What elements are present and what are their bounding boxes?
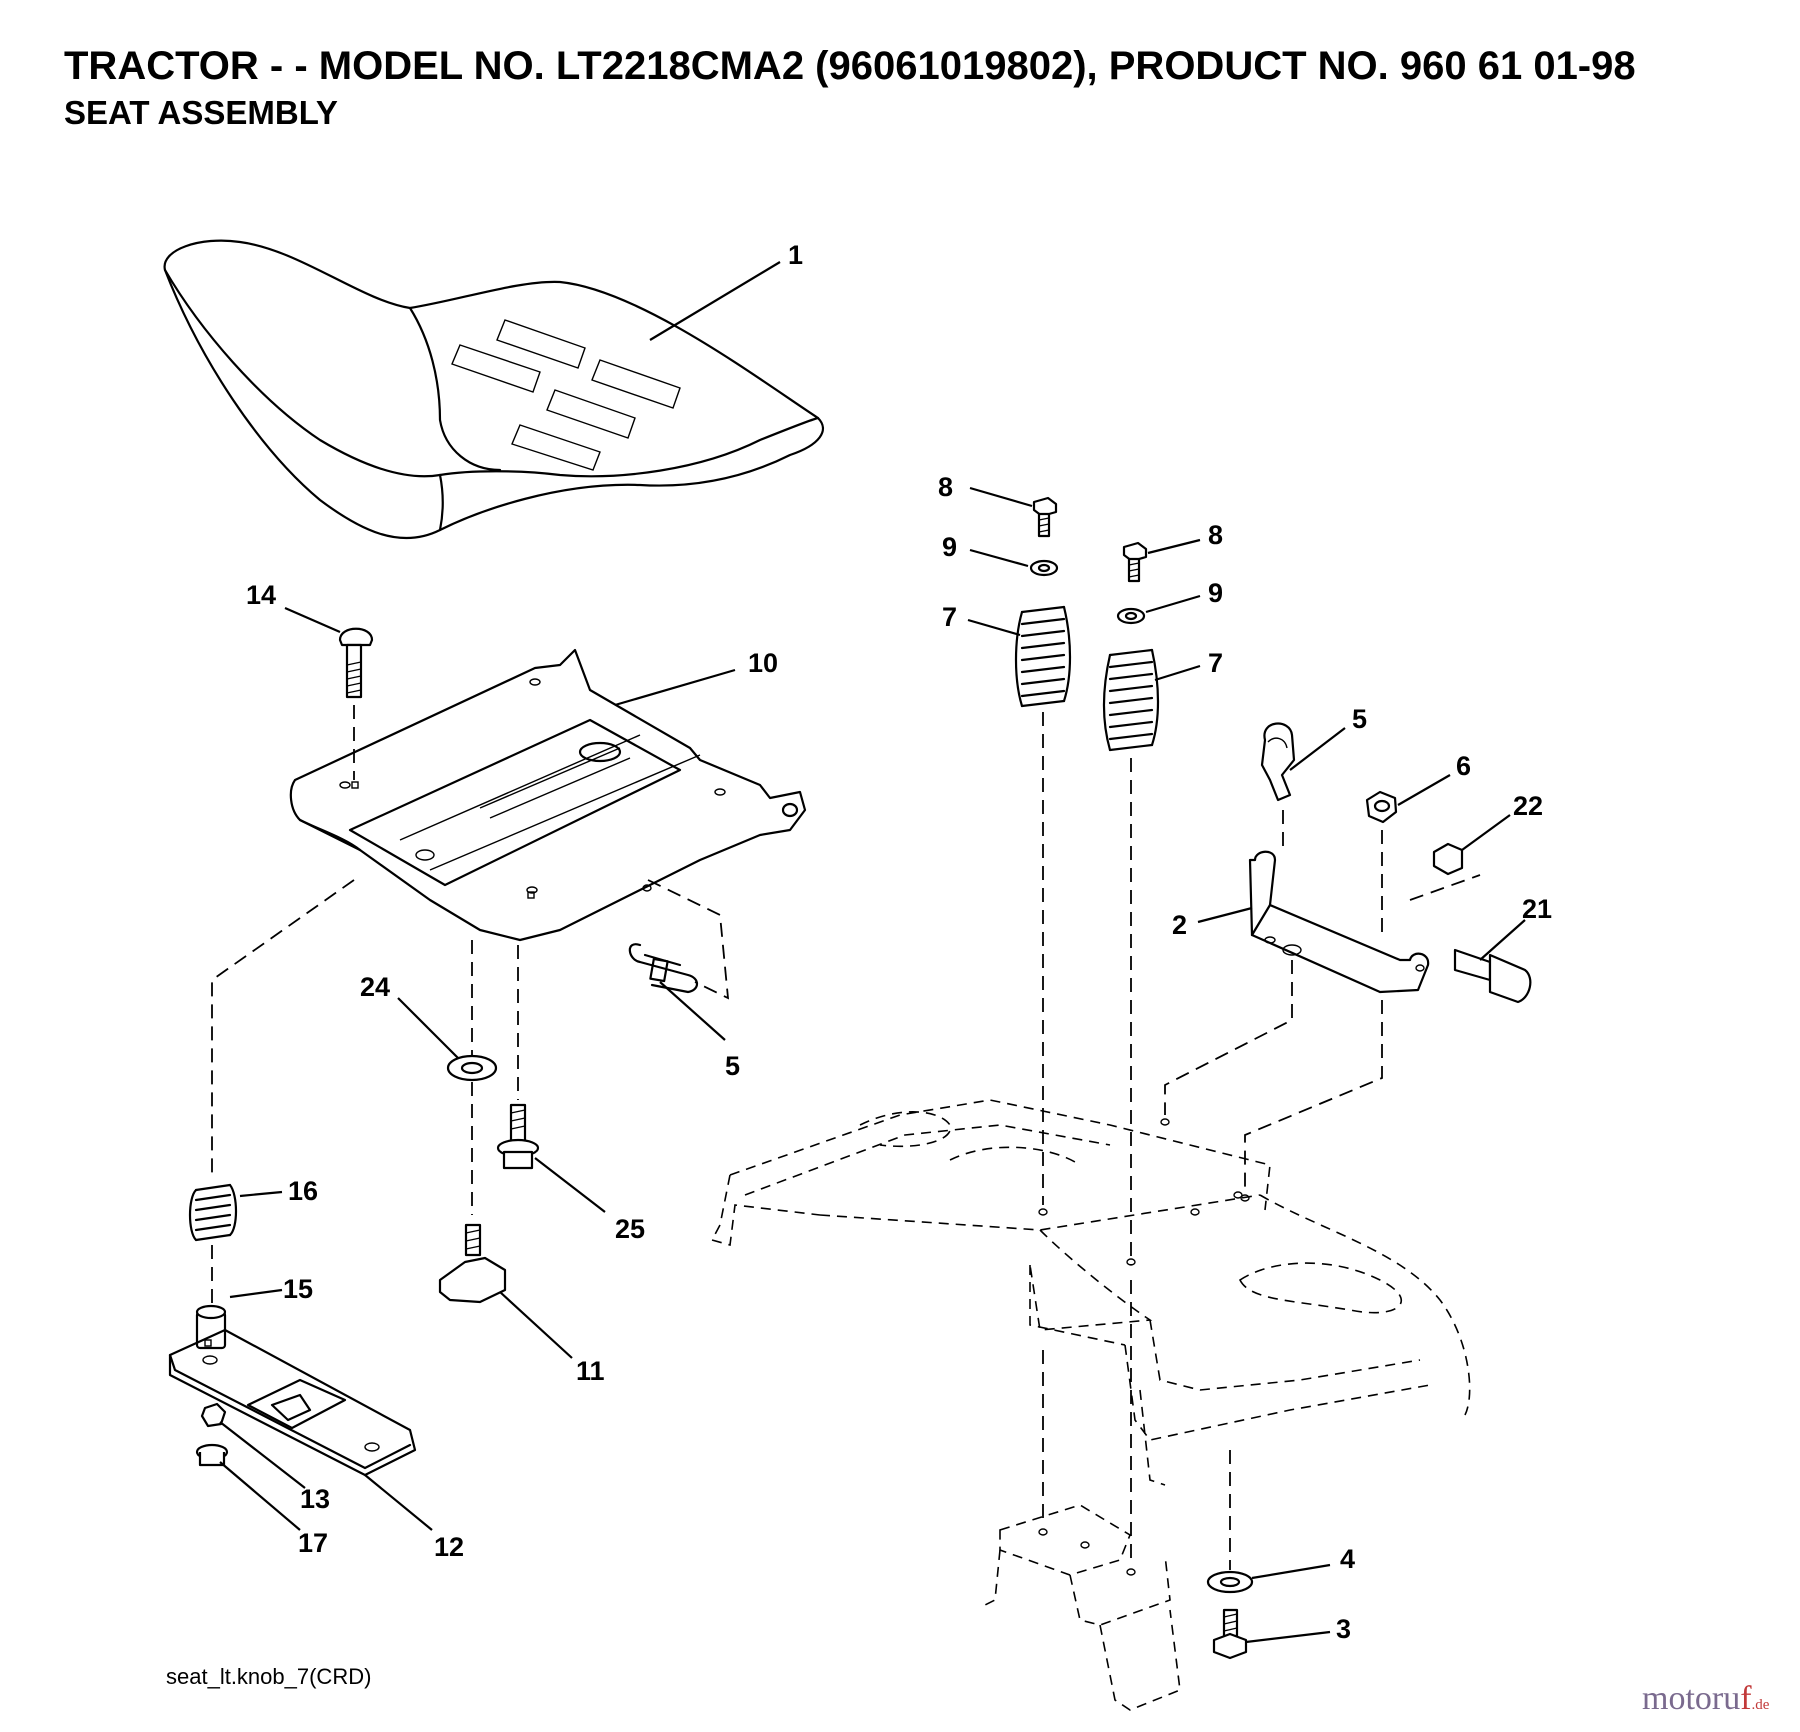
spring-drawing-16 bbox=[188, 1183, 238, 1242]
callout-6: 6 bbox=[1456, 751, 1471, 781]
hair-pin-clip-drawing bbox=[628, 943, 699, 994]
seat-drawing bbox=[163, 239, 824, 540]
watermark-logo: motoruf.de bbox=[1642, 1680, 1769, 1718]
callout-9-right: 9 bbox=[1208, 578, 1223, 608]
callout-13: 13 bbox=[300, 1484, 330, 1514]
washer-drawing-4 bbox=[1206, 1570, 1254, 1594]
page-subtitle: SEAT ASSEMBLY bbox=[64, 94, 338, 131]
callout-21: 21 bbox=[1522, 894, 1552, 924]
drawing-reference: seat_lt.knob_7(CRD) bbox=[166, 1664, 372, 1689]
washer-drawing-9a bbox=[1029, 559, 1059, 577]
carriage-bolt-drawing bbox=[338, 627, 374, 699]
callout-24: 24 bbox=[360, 972, 390, 1002]
spring-drawing-7a bbox=[1014, 605, 1072, 708]
callout-10: 10 bbox=[748, 648, 778, 678]
callout-9-left: 9 bbox=[942, 532, 957, 562]
hex-bolt-drawing-8b bbox=[1122, 541, 1148, 583]
watermark-brand: motoru bbox=[1642, 1680, 1741, 1717]
callout-7-right: 7 bbox=[1208, 648, 1223, 678]
callout-12: 12 bbox=[434, 1532, 464, 1562]
watermark-suffix: .de bbox=[1751, 1697, 1770, 1713]
seat-pan-drawing bbox=[289, 648, 807, 942]
watermark-brand-end: f bbox=[1740, 1680, 1752, 1717]
nut-drawing-22 bbox=[1432, 842, 1464, 876]
bracket-drawing-2 bbox=[1248, 850, 1430, 994]
callout-1: 1 bbox=[788, 240, 803, 270]
spring-drawing-7b bbox=[1102, 648, 1160, 752]
callout-15: 15 bbox=[283, 1274, 313, 1304]
washer-drawing-24 bbox=[446, 1054, 498, 1082]
callout-3: 3 bbox=[1336, 1614, 1351, 1644]
callout-14: 14 bbox=[246, 580, 276, 610]
callout-8-left: 8 bbox=[938, 472, 953, 502]
callout-11: 11 bbox=[576, 1356, 605, 1386]
washer-drawing-9b bbox=[1116, 607, 1146, 625]
lock-nut-drawing-6 bbox=[1365, 790, 1398, 824]
callout-2: 2 bbox=[1172, 910, 1187, 940]
seat-switch-clip-drawing-5 bbox=[1260, 722, 1296, 802]
callout-22: 22 bbox=[1513, 791, 1543, 821]
hex-bolt-drawing-3 bbox=[1212, 1608, 1248, 1660]
shoulder-bolt-drawing-25 bbox=[496, 1103, 540, 1170]
callout-leaders bbox=[219, 261, 1526, 1644]
callout-5-right: 5 bbox=[1352, 704, 1367, 734]
shoulder-bolt-drawing-21 bbox=[1453, 948, 1532, 1004]
callout-4: 4 bbox=[1340, 1544, 1355, 1574]
callout-5-left: 5 bbox=[725, 1051, 740, 1081]
flange-nut-drawing-17 bbox=[195, 1443, 229, 1467]
callout-labels: 1 14 10 24 5 16 25 15 11 13 17 12 8 9 7 … bbox=[246, 240, 1552, 1644]
callout-7-left: 7 bbox=[942, 602, 957, 632]
callout-25: 25 bbox=[615, 1214, 645, 1244]
callout-17: 17 bbox=[298, 1528, 328, 1558]
callout-16: 16 bbox=[288, 1176, 318, 1206]
page-title: TRACTOR - - MODEL NO. LT2218CMA2 (960610… bbox=[64, 44, 1636, 88]
knob-drawing-11 bbox=[438, 1223, 507, 1304]
tractor-frame-outline bbox=[710, 1099, 1471, 1711]
callout-8-right: 8 bbox=[1208, 520, 1223, 550]
seat-adjust-plate-drawing-12 bbox=[168, 1328, 417, 1477]
hex-bolt-drawing-8a bbox=[1032, 496, 1058, 538]
